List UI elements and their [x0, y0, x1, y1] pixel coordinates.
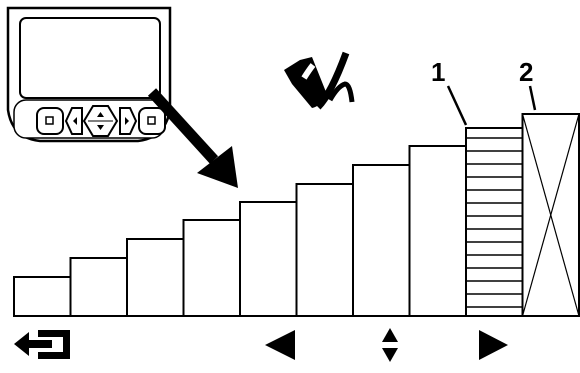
bar-cross: [521, 113, 580, 317]
bar-level-9: [465, 127, 524, 317]
bar-level-1: [13, 276, 72, 317]
bar-level-8: [408, 145, 467, 317]
callout-1-label: 1: [431, 57, 445, 87]
exit-icon[interactable]: [14, 330, 70, 359]
bar-staircase: [13, 113, 580, 317]
up-down-arrows-icon[interactable]: [382, 328, 398, 362]
callout-leaders: [446, 85, 537, 126]
stop-button-right[interactable]: [138, 107, 166, 135]
controller-button-row: [36, 105, 166, 137]
controller-screen: [19, 17, 161, 99]
bar-level-2: [69, 257, 128, 317]
left-arrow-icon[interactable]: [265, 330, 295, 360]
bar-level-6: [295, 183, 354, 317]
bar-stripes: [466, 137, 523, 308]
callout-1-leader: [446, 85, 468, 126]
mute-horn-icon: [284, 51, 355, 110]
right-arrow-icon[interactable]: [479, 330, 508, 360]
callout-2-leader: [528, 85, 537, 111]
bar-level-5: [239, 201, 298, 317]
bar-level-7: [352, 164, 411, 317]
arrow-icon: [147, 88, 238, 188]
callout-2-label: 2: [519, 57, 533, 87]
controller-unit: [6, 6, 172, 143]
bar-level-3: [126, 238, 185, 317]
bar-level-4: [182, 219, 241, 317]
stop-button-left[interactable]: [36, 107, 64, 135]
